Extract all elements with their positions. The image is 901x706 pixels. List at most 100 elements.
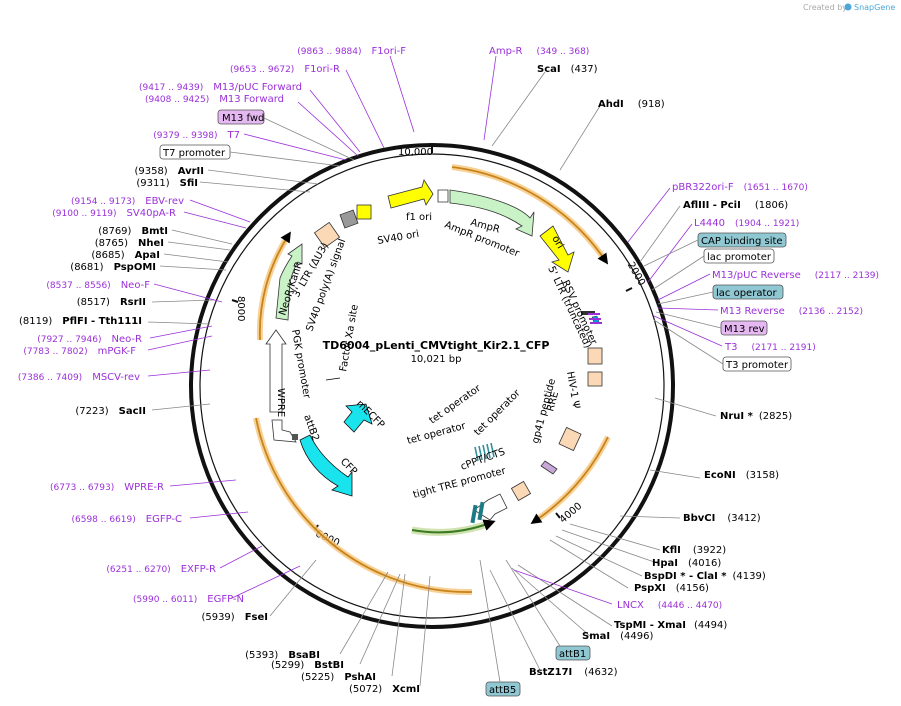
box-cap-binding-site: CAP binding site: [697, 232, 787, 248]
plasmid-name: TD6004_pLenti_CMVtight_Kir2.1_CFP: [323, 339, 550, 352]
attb-markers: [470, 501, 485, 524]
enzyme-sacii: (7223)SacII: [75, 406, 146, 417]
primer-f1ori-f: (9863 .. 9884)F1ori-F: [297, 46, 406, 57]
svg-text:T7 promoter: T7 promoter: [162, 148, 226, 159]
label-tet-operator-3: tet operator: [472, 387, 523, 438]
box-t3-promoter: T3 promoter: [722, 356, 792, 372]
label-tight-tre: tight TRE promoter: [412, 465, 508, 501]
tick-label-4000: 4000: [558, 501, 585, 526]
svg-text:T3 promoter: T3 promoter: [725, 360, 789, 371]
primer-t7: (9379 .. 9398)T7: [153, 130, 240, 141]
primer-neo-r: (7927 .. 7946)Neo-R: [37, 334, 142, 345]
snapgene-logo-icon: [844, 3, 852, 11]
label-sv40-ori: SV40 ori: [377, 229, 420, 247]
primer-egfp-n: (5990 .. 6011)EGFP-N: [133, 594, 244, 605]
primer-wpre-r: (6773 .. 6793)WPRE-R: [50, 482, 164, 493]
primer-m13-puc-reverse: M13/pUC Reverse(2117 .. 2139): [712, 270, 879, 281]
sv40-polya-feature: [339, 209, 359, 229]
enzyme-avrii: (9358)AvrII: [134, 166, 204, 177]
label-5ltr: 5' LTR (truncated): [545, 265, 593, 351]
f1-ori-feature: [387, 179, 434, 209]
svg-text:M13 rev: M13 rev: [724, 324, 765, 335]
svg-text:attB1: attB1: [559, 649, 586, 660]
enzyme-scai: ScaI(437): [537, 64, 598, 75]
primer-m13-forward: (9408 .. 9425)M13 Forward: [145, 94, 284, 105]
credit-brand: SnapGene: [854, 3, 895, 12]
box-lac-promoter: lac promoter: [703, 248, 775, 264]
tick-8000: [231, 299, 239, 303]
enzyme-bspdi-clai: BspDI * - ClaI *(4139): [644, 571, 766, 582]
enzyme-ahdi: AhdI(918): [598, 99, 665, 110]
primer-t3: T3(2171 .. 2191): [724, 342, 816, 353]
rre-feature: [558, 426, 582, 452]
backbone-inner-ring: [199, 153, 665, 619]
primer-ebv-rev: (9154 .. 9173)EBV-rev: [71, 196, 184, 207]
svg-text:M13 fwd: M13 fwd: [222, 113, 264, 124]
enzyme-tspmi-xmai: TspMI - XmaI(4494): [614, 620, 727, 631]
cfp-feature: [299, 434, 353, 497]
enzyme-pspomi: (8681)PspOMI: [70, 262, 156, 273]
primer-m13-reverse: M13 Reverse(2136 .. 2152): [720, 306, 863, 317]
hiv-psi-feature: [587, 371, 603, 387]
enzyme-callout-lines: [147, 71, 717, 687]
ltr-3-feature: [313, 221, 341, 249]
primer-mpgk-f: (7783 .. 7802)mPGK-F: [23, 346, 136, 357]
gp41-feature: [540, 460, 558, 475]
enzyme-nrui: NruI *(2825): [720, 411, 792, 422]
enzyme-bstbi: (5299)BstBI: [271, 660, 344, 671]
enzyme-afliii-pcii: AflIII - PciI(1806): [683, 200, 788, 211]
tick-4000: [555, 512, 561, 519]
tick-2000: [625, 287, 633, 292]
box-attb1: attB1: [555, 645, 591, 661]
primer-egfp-c: (6598 .. 6619)EGFP-C: [71, 514, 182, 525]
svg-text:lac operator: lac operator: [716, 288, 777, 299]
wpre-feature: [271, 419, 297, 443]
enzyme-kfli: KflI(3922): [662, 545, 726, 556]
enzyme-hpai: HpaI(4016): [652, 558, 721, 569]
backbone-outer-ring: [189, 143, 675, 629]
box-m13-rev: M13 rev: [720, 320, 768, 336]
enzyme-pshai: (5225)PshAI: [301, 672, 376, 683]
tre-arrow: [411, 519, 496, 534]
enzyme-xcmi: (5072)XcmI: [349, 684, 420, 695]
sv40-ori-feature: [356, 204, 372, 220]
primer-amp-r: Amp-R(349 .. 368): [489, 46, 589, 57]
primer-pbr322ori-f: pBR322ori-F(1651 .. 1670): [672, 182, 808, 193]
factor-xa-line: [325, 377, 341, 381]
enzyme-econi: EcoNI(3158): [704, 470, 779, 481]
enzyme-fsei: (5939)FseI: [201, 612, 268, 623]
ori-feature: [539, 225, 575, 273]
primer-m13-puc-forward: (9417 .. 9439)M13/pUC Forward: [139, 82, 302, 93]
primer-f1ori-r: (9653 .. 9672)F1ori-R: [230, 64, 340, 75]
label-hiv-psi: HIV-1 Ψ: [564, 371, 581, 410]
mecfp-feature: [343, 403, 373, 433]
enzyme-bstz17i: BstZ17I(4632): [529, 667, 618, 678]
orf-arrows: [255, 166, 609, 593]
cppt-feature: [510, 480, 532, 502]
label-wpre: WPRE: [275, 388, 286, 417]
enzyme-pflfi-tth111i: (8119)PflFI - Tth111I: [19, 316, 142, 327]
primer-callout-lines: [147, 55, 723, 605]
primer-exfp-r: (6251 .. 6270)EXFP-R: [106, 564, 216, 575]
enzyme-bmti: (8769)BmtI: [98, 226, 168, 237]
svg-text:lac promoter: lac promoter: [707, 252, 772, 263]
label-tet-operator-1: tet operator: [406, 420, 468, 446]
primer-neo-f: (8537 .. 8556)Neo-F: [46, 280, 150, 291]
pgk-promoter-feature: [265, 329, 287, 413]
svg-text:CAP binding site: CAP binding site: [701, 236, 783, 247]
box-lac-operator: lac operator: [712, 284, 784, 300]
enzyme-apai: (8685)ApaI: [91, 250, 160, 261]
tet-operator-bars: [474, 442, 495, 462]
primer-markers: [588, 313, 602, 324]
enzyme-rsrii: (8517)RsrII: [77, 297, 146, 308]
primer-l4440: L4440(1904 .. 1921): [694, 218, 799, 229]
neor-feature: [275, 243, 303, 321]
box-callout-lines: [229, 117, 724, 683]
ltr-5-feature: [587, 347, 603, 365]
enzyme-bbvci: BbvCI(3412): [683, 513, 761, 524]
amp-promoter-feature: [437, 189, 449, 203]
attb2-marker: [292, 434, 298, 440]
label-f1-ori: f1 ori: [406, 212, 432, 223]
tick-label-8000: 8000: [235, 296, 246, 321]
